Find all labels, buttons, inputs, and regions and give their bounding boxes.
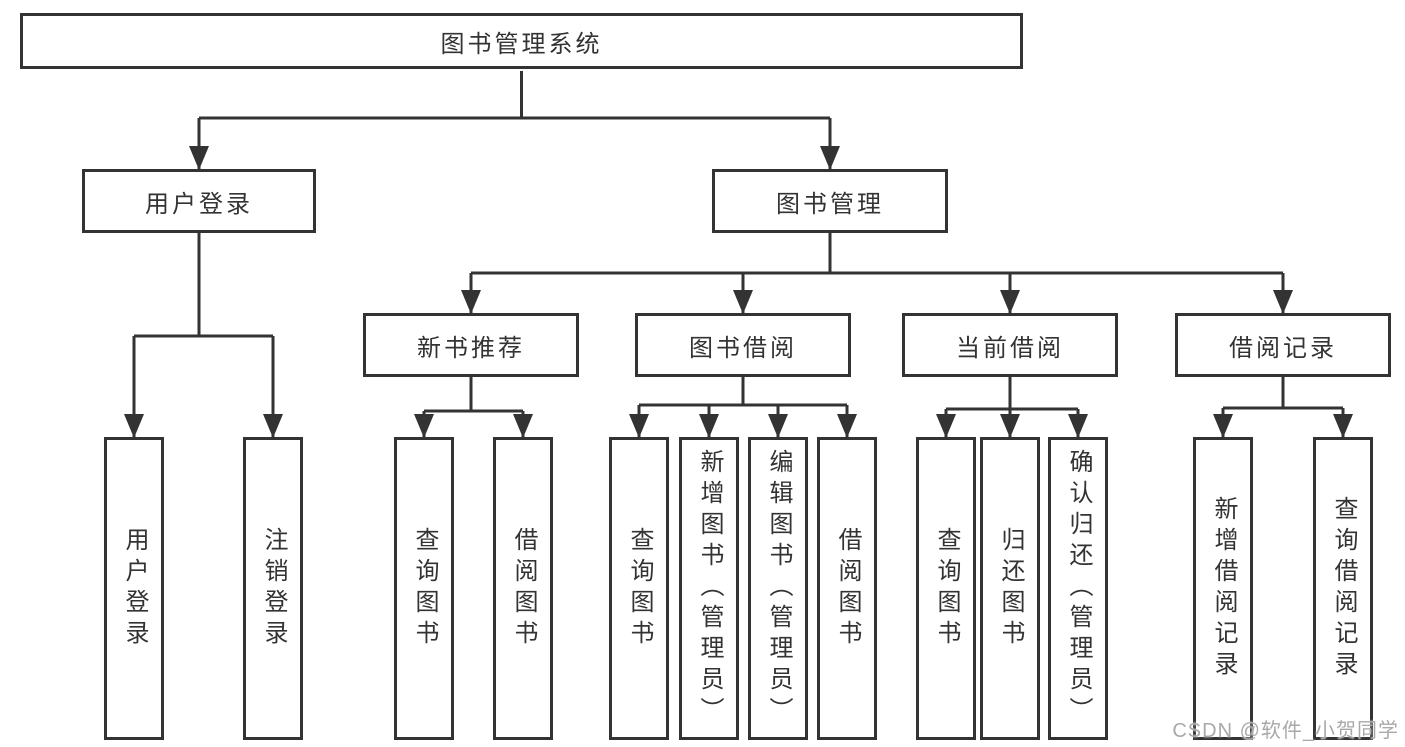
connectors-new-book-branch xyxy=(414,377,533,438)
connectors-borrow-records-branch xyxy=(1213,377,1353,438)
node-current-borrow: 当前借阅 xyxy=(902,313,1118,377)
leaf-return-books-label: 归还图书 xyxy=(997,526,1024,651)
leaf-query-books-current-label: 查询图书 xyxy=(933,526,960,651)
leaf-user-login-label: 用户登录 xyxy=(121,526,148,651)
leaf-edit-books-admin: 编辑图书（管理员） xyxy=(748,437,808,740)
node-book-management: 图书管理 xyxy=(712,169,948,233)
node-current-borrow-label: 当前借阅 xyxy=(956,334,1064,362)
node-new-book-recommend-label: 新书推荐 xyxy=(417,334,525,362)
node-book-management-label: 图书管理 xyxy=(776,190,884,218)
leaf-logout: 注销登录 xyxy=(243,437,303,740)
leaf-query-books-recommend: 查询图书 xyxy=(394,437,454,740)
node-new-book-recommend: 新书推荐 xyxy=(363,313,579,377)
connectors-user-login-branch xyxy=(124,233,283,438)
connectors-current-borrow-branch xyxy=(936,377,1088,438)
leaf-edit-books-admin-label: 编辑图书（管理员） xyxy=(765,449,792,728)
node-user-login-label: 用户登录 xyxy=(145,190,253,218)
leaf-borrow-books-recommend: 借阅图书 xyxy=(493,437,553,740)
node-library-management-system: 图书管理系统 xyxy=(20,13,1023,69)
leaf-query-books-borrow: 查询图书 xyxy=(609,437,669,740)
csdn-watermark: CSDN @软件_小贺同学 xyxy=(1172,720,1399,742)
leaf-query-books-current: 查询图书 xyxy=(916,437,976,740)
connectors-book-borrow-branch xyxy=(629,377,857,438)
leaf-add-books-admin: 新增图书（管理员） xyxy=(679,437,739,740)
node-book-borrow-label: 图书借阅 xyxy=(689,334,797,362)
leaf-query-borrow-record: 查询借阅记录 xyxy=(1313,437,1373,740)
node-borrow-records-label: 借阅记录 xyxy=(1229,334,1337,362)
leaf-user-login: 用户登录 xyxy=(104,437,164,740)
node-book-borrow: 图书借阅 xyxy=(635,313,851,377)
leaf-query-books-recommend-label: 查询图书 xyxy=(411,526,438,651)
leaf-return-books: 归还图书 xyxy=(980,437,1040,740)
leaf-confirm-return-admin-label: 确认归还（管理员） xyxy=(1065,449,1092,728)
leaf-borrow-books-label: 借阅图书 xyxy=(834,526,861,651)
connectors-root-to-level2 xyxy=(189,71,840,170)
node-borrow-records: 借阅记录 xyxy=(1175,313,1391,377)
leaf-borrow-books: 借阅图书 xyxy=(817,437,877,740)
leaf-logout-label: 注销登录 xyxy=(260,526,287,651)
leaf-query-books-borrow-label: 查询图书 xyxy=(626,526,653,651)
leaf-confirm-return-admin: 确认归还（管理员） xyxy=(1048,437,1108,740)
leaf-borrow-books-recommend-label: 借阅图书 xyxy=(510,526,537,651)
connectors-book-management-branch xyxy=(461,233,1293,314)
node-library-management-system-label: 图书管理系统 xyxy=(440,30,603,58)
node-user-login: 用户登录 xyxy=(82,169,316,233)
leaf-add-borrow-record: 新增借阅记录 xyxy=(1193,437,1253,740)
leaf-add-borrow-record-label: 新增借阅记录 xyxy=(1210,495,1237,682)
leaf-query-borrow-record-label: 查询借阅记录 xyxy=(1330,495,1357,682)
leaf-add-books-admin-label: 新增图书（管理员） xyxy=(696,449,723,728)
